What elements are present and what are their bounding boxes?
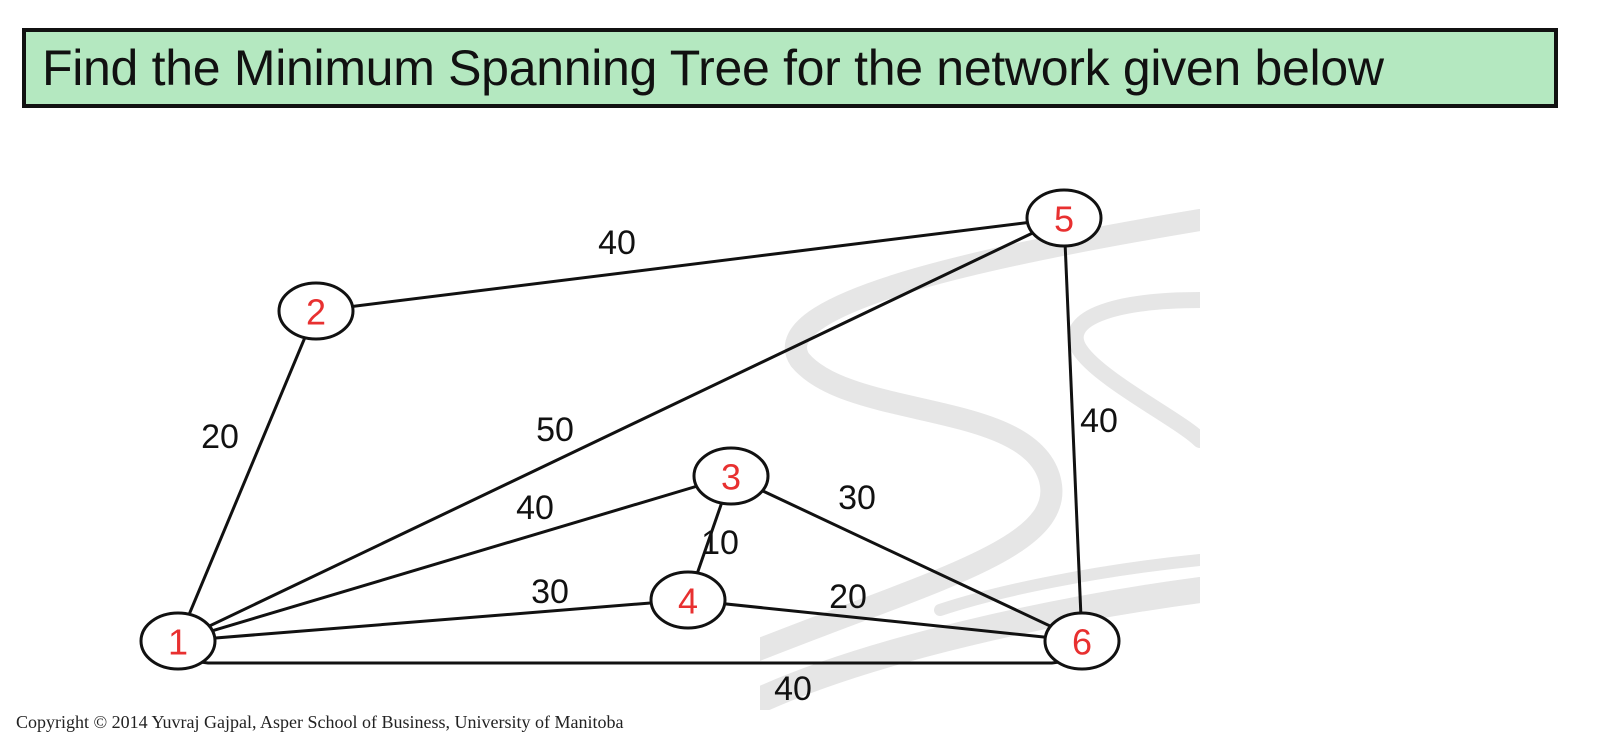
edge-1-5	[177, 216, 1065, 643]
edge-4-6	[687, 598, 1083, 643]
edge-weight-2-5: 40	[598, 224, 636, 262]
node-2-label: 2	[306, 292, 326, 333]
node-6: 6	[1043, 611, 1121, 671]
edge-weight-3-4: 10	[701, 524, 739, 562]
edge-1-6	[177, 657, 1083, 665]
node-1-circle	[139, 611, 217, 671]
node-6-label: 6	[1072, 622, 1092, 663]
node-4-circle	[649, 570, 727, 630]
node-1-label: 1	[168, 622, 188, 663]
node-2: 2	[277, 281, 355, 341]
edge-weight-1-6: 40	[774, 670, 812, 708]
edge-labels-layer: 20 40 50 40 40 10 30 30 20 40	[201, 224, 1118, 708]
edge-weight-1-2: 20	[201, 418, 239, 456]
edge-weight-1-5: 50	[536, 411, 574, 449]
title-banner: Find the Minimum Spanning Tree for the n…	[22, 28, 1558, 108]
edge-5-6	[1062, 217, 1084, 642]
edge-weight-3-6: 30	[838, 479, 876, 517]
node-3: 3	[692, 446, 770, 506]
edge-3-6	[730, 474, 1083, 643]
edge-weight-1-3: 40	[516, 489, 554, 527]
nodes-layer: 1 2 3 4 5 6	[139, 188, 1121, 671]
node-4: 4	[649, 570, 727, 630]
node-2-circle	[277, 281, 355, 341]
edge-1-3	[177, 474, 732, 643]
edge-weight-1-4: 30	[531, 573, 569, 611]
edge-1-2	[176, 310, 318, 642]
page-title: Find the Minimum Spanning Tree for the n…	[42, 40, 1384, 96]
edge-1-4	[177, 598, 689, 643]
edge-2-5	[315, 216, 1065, 313]
node-5-label: 5	[1054, 199, 1074, 240]
edge-weight-5-6: 40	[1080, 402, 1118, 440]
node-5-circle	[1025, 188, 1103, 248]
node-5: 5	[1025, 188, 1103, 248]
background-swoosh-decoration	[760, 209, 1200, 710]
node-1: 1	[139, 611, 217, 671]
node-3-label: 3	[721, 457, 741, 498]
edge-weight-4-6: 20	[829, 578, 867, 616]
node-4-label: 4	[678, 581, 698, 622]
copyright-notice: Copyright © 2014 Yuvraj Gajpal, Asper Sc…	[16, 712, 624, 732]
node-3-circle	[692, 446, 770, 506]
node-6-circle	[1043, 611, 1121, 671]
